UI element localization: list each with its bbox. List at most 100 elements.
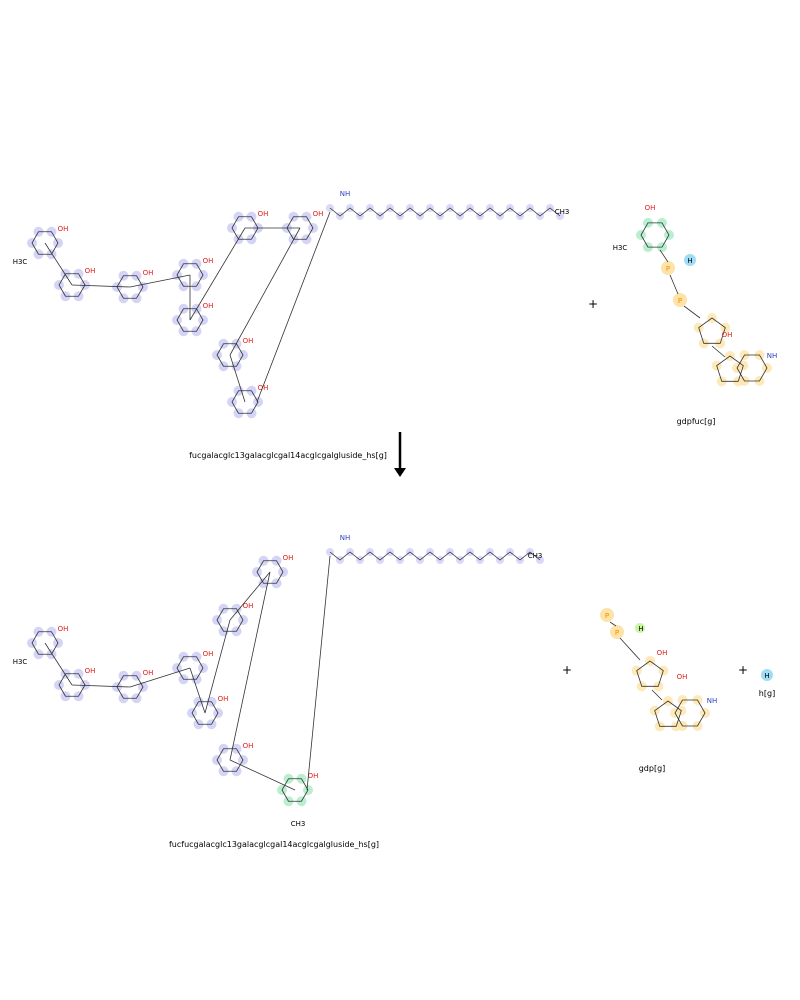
- atom-label-oh: OH: [58, 625, 69, 633]
- pyrimidine-ring: [736, 354, 768, 382]
- plus-sign: +: [587, 297, 599, 311]
- pyrimidine-ring: [674, 699, 706, 727]
- bond: [306, 555, 331, 791]
- ribose-ring: [636, 660, 664, 687]
- sugar-ring: [116, 675, 144, 699]
- atom-label-oh: OH: [258, 210, 269, 218]
- atom-label-oh: OH: [85, 267, 96, 275]
- bond: [204, 619, 231, 714]
- atom-label-oh: OH: [85, 667, 96, 675]
- plus-sign: +: [737, 663, 749, 677]
- atom-label-nh: NH: [340, 190, 351, 198]
- sugar-ring: [191, 701, 219, 725]
- bond: [189, 667, 206, 714]
- bond: [229, 571, 271, 761]
- atom-label-oh: OH: [722, 331, 733, 339]
- bond: [256, 211, 331, 403]
- atom-label-nh: NH: [707, 697, 718, 705]
- bond: [71, 684, 131, 688]
- atom-label-nh: NH: [767, 352, 778, 360]
- atom-label-oh: OH: [243, 602, 254, 610]
- atom-label-oh: OH: [313, 210, 324, 218]
- atom-label-oh: OH: [58, 225, 69, 233]
- product-name-glycolipid: fucfucgalacglc13galacglcgal14acglcgalglu…: [168, 840, 380, 849]
- bond: [711, 345, 726, 358]
- sugar-ring: [176, 656, 204, 680]
- atom-highlight: [600, 608, 614, 622]
- atom-label-ch3: CH3: [555, 208, 570, 216]
- atom-label-p: P: [666, 265, 670, 273]
- proton-highlight: [761, 669, 773, 681]
- bond: [129, 667, 191, 688]
- atom-label-p: P: [615, 629, 619, 637]
- atom-highlight: [673, 293, 687, 307]
- atom-label-oh: OH: [283, 554, 294, 562]
- atom-label-oh: OH: [657, 649, 668, 657]
- bond: [651, 689, 663, 701]
- atom-label-p: P: [678, 297, 682, 305]
- bond: [683, 305, 701, 319]
- atom-label-ch3: CH3: [291, 820, 306, 828]
- alkyl-chain: [329, 207, 561, 217]
- bond: [44, 242, 73, 286]
- atom-label-oh: OH: [677, 673, 688, 681]
- sugar-ring: [281, 778, 309, 802]
- bond: [619, 637, 641, 661]
- atom-label-h: H: [638, 625, 643, 633]
- sugar-ring: [31, 231, 59, 255]
- atom-label-h: H: [764, 672, 769, 680]
- bond: [189, 227, 246, 321]
- atom-label-h: H: [687, 257, 692, 265]
- reactant-name-gdpfuc: gdpfuc[g]: [676, 417, 716, 426]
- bond: [129, 274, 191, 288]
- bond: [44, 642, 73, 686]
- sugar-ring: [176, 263, 204, 287]
- atom-label-oh: OH: [308, 772, 319, 780]
- sugar-ring: [58, 273, 86, 297]
- atom-label-nh: NH: [340, 534, 351, 542]
- imidazole-ring: [654, 700, 682, 727]
- atom-highlight: [610, 625, 624, 639]
- atom-label-oh: OH: [143, 669, 154, 677]
- bond: [229, 571, 271, 621]
- sugar-ring: [116, 275, 144, 299]
- atom-label-p: P: [605, 612, 609, 620]
- bond: [229, 227, 301, 356]
- atom-label-h3c: H3C: [613, 244, 628, 252]
- atom-label-oh: OH: [143, 269, 154, 277]
- atom-label-oh: OH: [218, 695, 229, 703]
- ribose-ring: [698, 317, 726, 344]
- sugar-ring: [31, 631, 59, 655]
- product-name-gdp: gdp[g]: [638, 764, 666, 773]
- atom-label-oh: OH: [203, 302, 214, 310]
- atom-label-ch3: CH3: [528, 552, 543, 560]
- atom-label-h3c: H3C: [13, 658, 28, 666]
- atom-highlight: [635, 623, 645, 633]
- bond: [229, 759, 296, 791]
- plus-sign: +: [561, 663, 573, 677]
- atom-highlight: [661, 261, 675, 275]
- atom-label-oh: OH: [203, 650, 214, 658]
- sugar-ring: [58, 673, 86, 697]
- sugar-ring: [216, 608, 244, 632]
- alkyl-chain: [329, 551, 541, 561]
- atom-label-oh: OH: [645, 204, 656, 212]
- bond: [229, 354, 246, 403]
- bond: [609, 621, 617, 627]
- atom-label-oh: OH: [203, 257, 214, 265]
- sugar-ring: [231, 216, 259, 240]
- bond: [659, 249, 669, 263]
- atom-label-oh: OH: [243, 742, 254, 750]
- product-name-h: h[g]: [758, 689, 776, 698]
- atom-label-oh: OH: [243, 337, 254, 345]
- reaction-arrow-head: [394, 468, 406, 477]
- reactant-name-glycolipid: fucgalacglc13galacglcgal14acglcgalglusid…: [189, 451, 387, 460]
- imidazole-ring: [716, 355, 744, 382]
- atom-label-oh: OH: [258, 384, 269, 392]
- sugar-ring: [231, 390, 259, 414]
- bond: [669, 274, 679, 295]
- fucose-ring: [640, 222, 670, 248]
- atom-label-h3c: H3C: [13, 258, 28, 266]
- proton-highlight: [684, 254, 696, 266]
